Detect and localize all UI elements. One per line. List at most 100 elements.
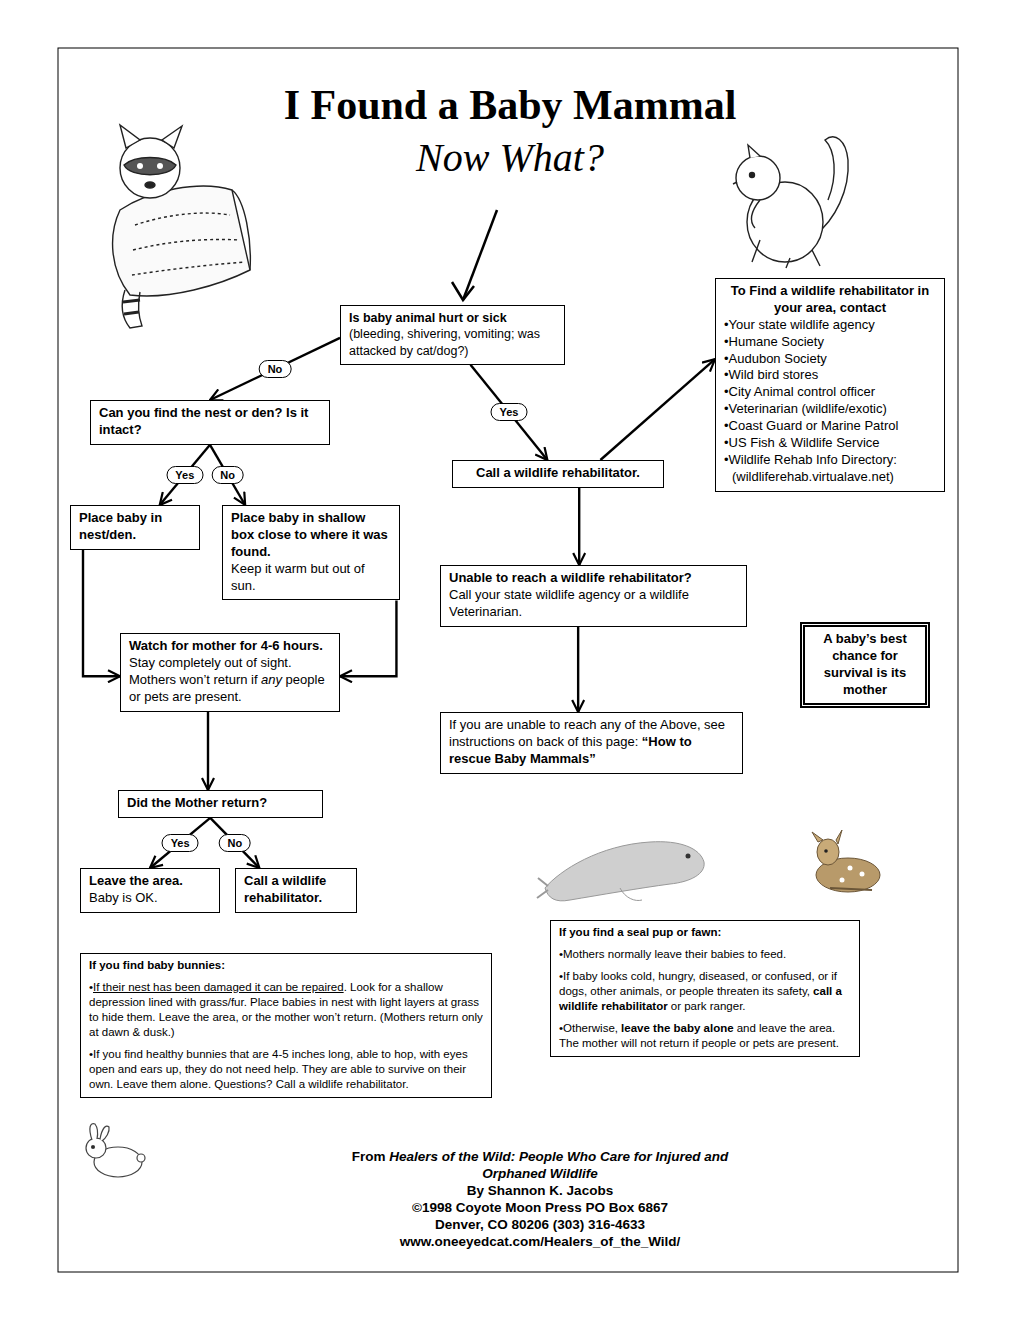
squirrel-illustration xyxy=(733,137,848,268)
flow-arrow xyxy=(471,365,548,460)
edge-label: No xyxy=(211,466,244,484)
bunny-illustration-part xyxy=(92,1146,95,1149)
box-text: •If you find healthy bunnies that are 4-… xyxy=(89,1048,468,1090)
fawn-illustration-part xyxy=(860,872,865,877)
squirrel-illustration-part xyxy=(751,200,760,228)
text-paragraph: (wildliferehab.virtualave.net) xyxy=(724,469,936,486)
box-heading: Unable to reach a wildlife rehabilitator… xyxy=(449,570,692,585)
text-paragraph: If you find baby bunnies: xyxy=(89,958,483,973)
box-text: •US Fish & Wildlife Service xyxy=(724,435,880,450)
box-heading: Place baby in nest/den. xyxy=(79,510,162,542)
bunny-illustration-part xyxy=(86,1138,106,1158)
box-text: Baby is OK. xyxy=(89,890,158,905)
process-box: Call a wildlife rehabilitator. xyxy=(235,868,357,913)
process-box: Place baby in nest/den. xyxy=(70,505,200,550)
box-heading: Is baby animal hurt or sick xyxy=(349,311,507,325)
edge-label: No xyxy=(218,834,251,852)
seal-illustration-part xyxy=(537,878,548,898)
flow-arrow xyxy=(210,445,245,505)
box-text: •Mothers normally leave their babies to … xyxy=(559,948,786,960)
page-border xyxy=(58,48,958,1272)
box-heading: Watch for mother for 4-6 hours. xyxy=(129,638,323,653)
box-text: leave the baby alone xyxy=(621,1022,734,1034)
text-paragraph: Keep it warm but out of sun. xyxy=(231,561,391,595)
text-paragraph: •Humane Society xyxy=(724,334,936,351)
edge-label: No xyxy=(259,360,292,378)
flow-arrow xyxy=(577,627,579,712)
fawn-illustration-part xyxy=(824,849,828,853)
text-paragraph: Stay completely out of sight. Mothers wo… xyxy=(129,655,331,706)
text-paragraph: •If baby looks cold, hungry, diseased, o… xyxy=(559,969,851,1014)
raccoon-illustration-part xyxy=(157,163,163,169)
raccoon-illustration-part xyxy=(232,190,250,270)
raccoon-illustration-part xyxy=(122,290,142,328)
squirrel-illustration-part xyxy=(750,173,755,178)
bunny-illustration-part xyxy=(137,1154,145,1162)
text-paragraph: Place baby in nest/den. xyxy=(79,510,191,544)
process-box: Place baby in shallow box close to where… xyxy=(222,505,400,600)
edge-label: Yes xyxy=(490,403,527,421)
fawn-illustration-part xyxy=(848,866,853,871)
seal-illustration xyxy=(537,842,704,901)
bunny-illustration xyxy=(86,1124,145,1177)
box-heading: A baby’s best chance for survival is its… xyxy=(823,631,907,697)
text-paragraph: •Mothers normally leave their babies to … xyxy=(559,947,851,962)
text-paragraph: Watch for mother for 4-6 hours. xyxy=(129,638,331,655)
process-box: Leave the area.Baby is OK. xyxy=(80,868,220,913)
box-text: •Humane Society xyxy=(724,334,824,349)
process-box: If you are unable to reach any of the Ab… xyxy=(440,712,743,774)
seal-illustration-part xyxy=(545,842,704,901)
box-heading: To Find a wildlife rehabilitator in your… xyxy=(731,283,929,315)
seal-illustration-part xyxy=(686,854,691,859)
text-paragraph: Call a wildlife rehabilitator. xyxy=(244,873,348,907)
box-text: If their nest has been damaged it can be… xyxy=(93,981,344,993)
process-box: To Find a wildlife rehabilitator in your… xyxy=(715,278,945,492)
flow-arrow xyxy=(160,445,210,505)
process-box: Watch for mother for 4-6 hours. Stay comp… xyxy=(120,633,340,712)
text-paragraph: Is baby animal hurt or sick xyxy=(349,310,556,326)
box-heading: Did the Mother return? xyxy=(127,795,267,810)
text-paragraph: Call a wildlife rehabilitator. xyxy=(461,465,655,482)
box-heading: Place baby in shallow box close to where… xyxy=(231,510,388,559)
raccoon-illustration-part xyxy=(113,186,250,296)
text-paragraph: •Audubon Society xyxy=(724,351,936,368)
note-box: If you find a seal pup or fawn:•Mothers … xyxy=(550,920,860,1057)
flow-arrow xyxy=(150,818,210,868)
flow-arrow xyxy=(210,338,340,400)
box-text: any xyxy=(261,672,282,687)
citation-line: Healers of the Wild: People Who Care for… xyxy=(389,1149,728,1181)
page-title: I Found a Baby Mammal xyxy=(284,82,737,128)
callout-box: A baby’s best chance for survival is its… xyxy=(800,622,930,708)
squirrel-illustration-part xyxy=(752,240,820,268)
bunny-illustration-part xyxy=(90,1124,109,1141)
text-paragraph: Baby is OK. xyxy=(89,890,211,907)
citation-line: Denver, CO 80206 (303) 316-4633 xyxy=(330,1216,750,1233)
squirrel-illustration-part xyxy=(733,182,737,184)
flow-arrow xyxy=(600,359,715,460)
citation-line: By Shannon K. Jacobs xyxy=(330,1182,750,1199)
box-heading: Call a wildlife rehabilitator. xyxy=(244,873,326,905)
flow-arrow xyxy=(578,488,580,565)
text-paragraph: Can you find the nest or den? Is it inta… xyxy=(99,405,321,439)
note-box: If you find baby bunnies:•If their nest … xyxy=(80,953,492,1098)
start-arrow xyxy=(452,210,497,300)
text-paragraph: Call your state wildlife agency or a wil… xyxy=(449,587,738,621)
squirrel-illustration-part xyxy=(736,156,780,200)
fawn-illustration-part xyxy=(830,888,872,890)
box-text: or park ranger. xyxy=(671,1000,746,1012)
flow-arrow xyxy=(83,550,120,676)
squirrel-illustration-part xyxy=(748,145,760,158)
fawn-illustration-part xyxy=(812,830,842,844)
text-paragraph: •If you find healthy bunnies that are 4-… xyxy=(89,1047,483,1092)
text-paragraph: •Your state wildlife agency xyxy=(724,317,936,334)
box-text: (wildliferehab.virtualave.net) xyxy=(732,469,894,484)
citation-line: ©1998 Coyote Moon Press PO Box 6867 xyxy=(330,1199,750,1216)
citation-line: www.oneeyedcat.com/Healers_of_the_Wild/ xyxy=(330,1233,750,1250)
text-paragraph: •Wild bird stores xyxy=(724,367,936,384)
box-text: Keep it warm but out of sun. xyxy=(231,561,365,593)
box-text: •Wildlife Rehab Info Directory: xyxy=(724,452,897,467)
title-area: I Found a Baby Mammal xyxy=(0,80,1020,130)
text-paragraph: Leave the area. xyxy=(89,873,211,890)
